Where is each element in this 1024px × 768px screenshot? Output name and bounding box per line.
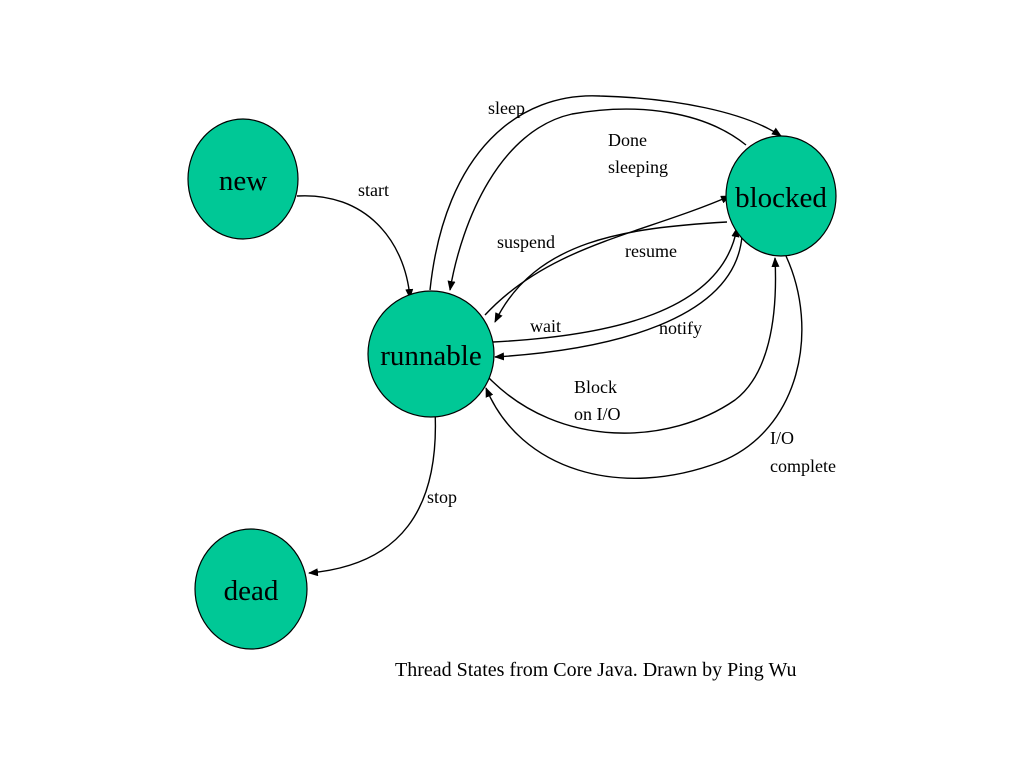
state-new: new — [187, 118, 299, 240]
state-blocked-label: blocked — [735, 182, 827, 214]
edge-wait — [492, 227, 740, 343]
edge-sleep — [429, 95, 782, 291]
label-sleep: sleep — [488, 98, 525, 118]
state-blocked: blocked — [725, 135, 837, 257]
state-dead-label: dead — [224, 575, 279, 607]
state-runnable: runnable — [367, 290, 495, 418]
edge-done-sleeping — [447, 108, 747, 291]
edge-notify — [494, 235, 743, 361]
state-runnable-label: runnable — [380, 340, 481, 372]
edge-io-complete — [485, 255, 803, 479]
label-suspend: suspend — [497, 232, 555, 252]
label-notify: notify — [659, 318, 702, 338]
transition-labels: start sleep Done sleeping suspend resume… — [358, 98, 836, 507]
label-io-complete-line2: complete — [770, 456, 836, 476]
label-resume: resume — [625, 241, 677, 261]
state-dead-circle — [194, 528, 308, 650]
state-blocked-circle — [725, 135, 837, 257]
label-done-sleeping-line1: Done — [608, 130, 647, 150]
state-new-circle — [187, 118, 299, 240]
diagram-caption: Thread States from Core Java. Drawn by P… — [395, 659, 797, 681]
edge-stop — [308, 409, 437, 577]
label-block-on-io-line1: Block — [574, 377, 617, 397]
label-wait: wait — [530, 316, 561, 336]
label-stop: stop — [427, 487, 457, 507]
edge-start — [296, 195, 414, 299]
edge-resume — [484, 195, 731, 316]
label-done-sleeping-line2: sleeping — [608, 157, 668, 177]
state-runnable-circle — [367, 290, 495, 418]
label-block-on-io-line2: on I/O — [574, 404, 621, 424]
edge-suspend — [494, 221, 728, 323]
state-new-label: new — [219, 165, 267, 197]
transition-edges — [296, 95, 803, 577]
label-start: start — [358, 180, 389, 200]
label-io-complete-line1: I/O — [770, 428, 794, 448]
state-dead: dead — [194, 528, 308, 650]
edge-block-on-io — [488, 257, 780, 434]
